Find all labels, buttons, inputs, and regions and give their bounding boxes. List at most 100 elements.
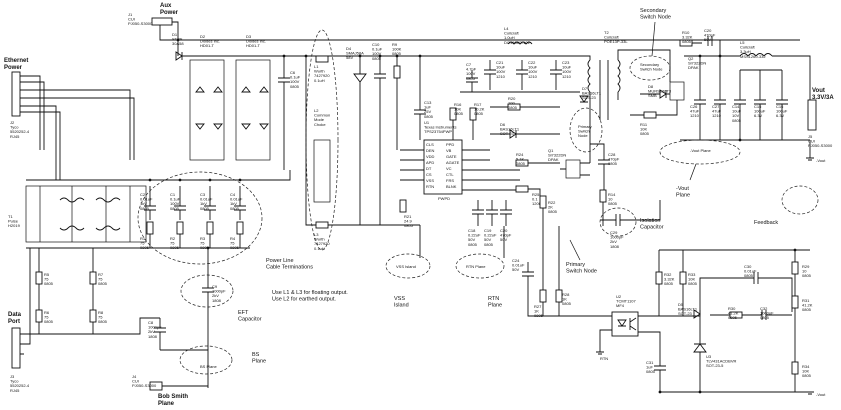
u1-pin-vb: VB (446, 148, 452, 153)
u1-pin-ctl: CTL (446, 172, 454, 177)
u1-pin-dt: DT (426, 166, 432, 171)
u1-pin-cls: CLS (426, 142, 434, 147)
u1-pin-vss: VSS (426, 178, 434, 183)
eft-region (180, 274, 234, 308)
svg-text:RTN Plane: RTN Plane (466, 264, 486, 269)
u1-pin-cs: CS (426, 172, 432, 177)
svg-text:-Vout: -Vout (816, 158, 826, 163)
svg-text:-Vout: -Vout (816, 392, 826, 397)
u1-pin-apd: APD (426, 160, 434, 165)
u1-pin-ppd: PPD (446, 142, 454, 147)
u1-pin-den: DEN (426, 148, 435, 153)
bs-plane-region (179, 345, 233, 375)
svg-text:BS Plane: BS Plane (200, 364, 217, 369)
u1-pin-blnk: BLNK (446, 184, 457, 189)
feedback-region (781, 185, 819, 215)
isolation-region (599, 207, 637, 237)
